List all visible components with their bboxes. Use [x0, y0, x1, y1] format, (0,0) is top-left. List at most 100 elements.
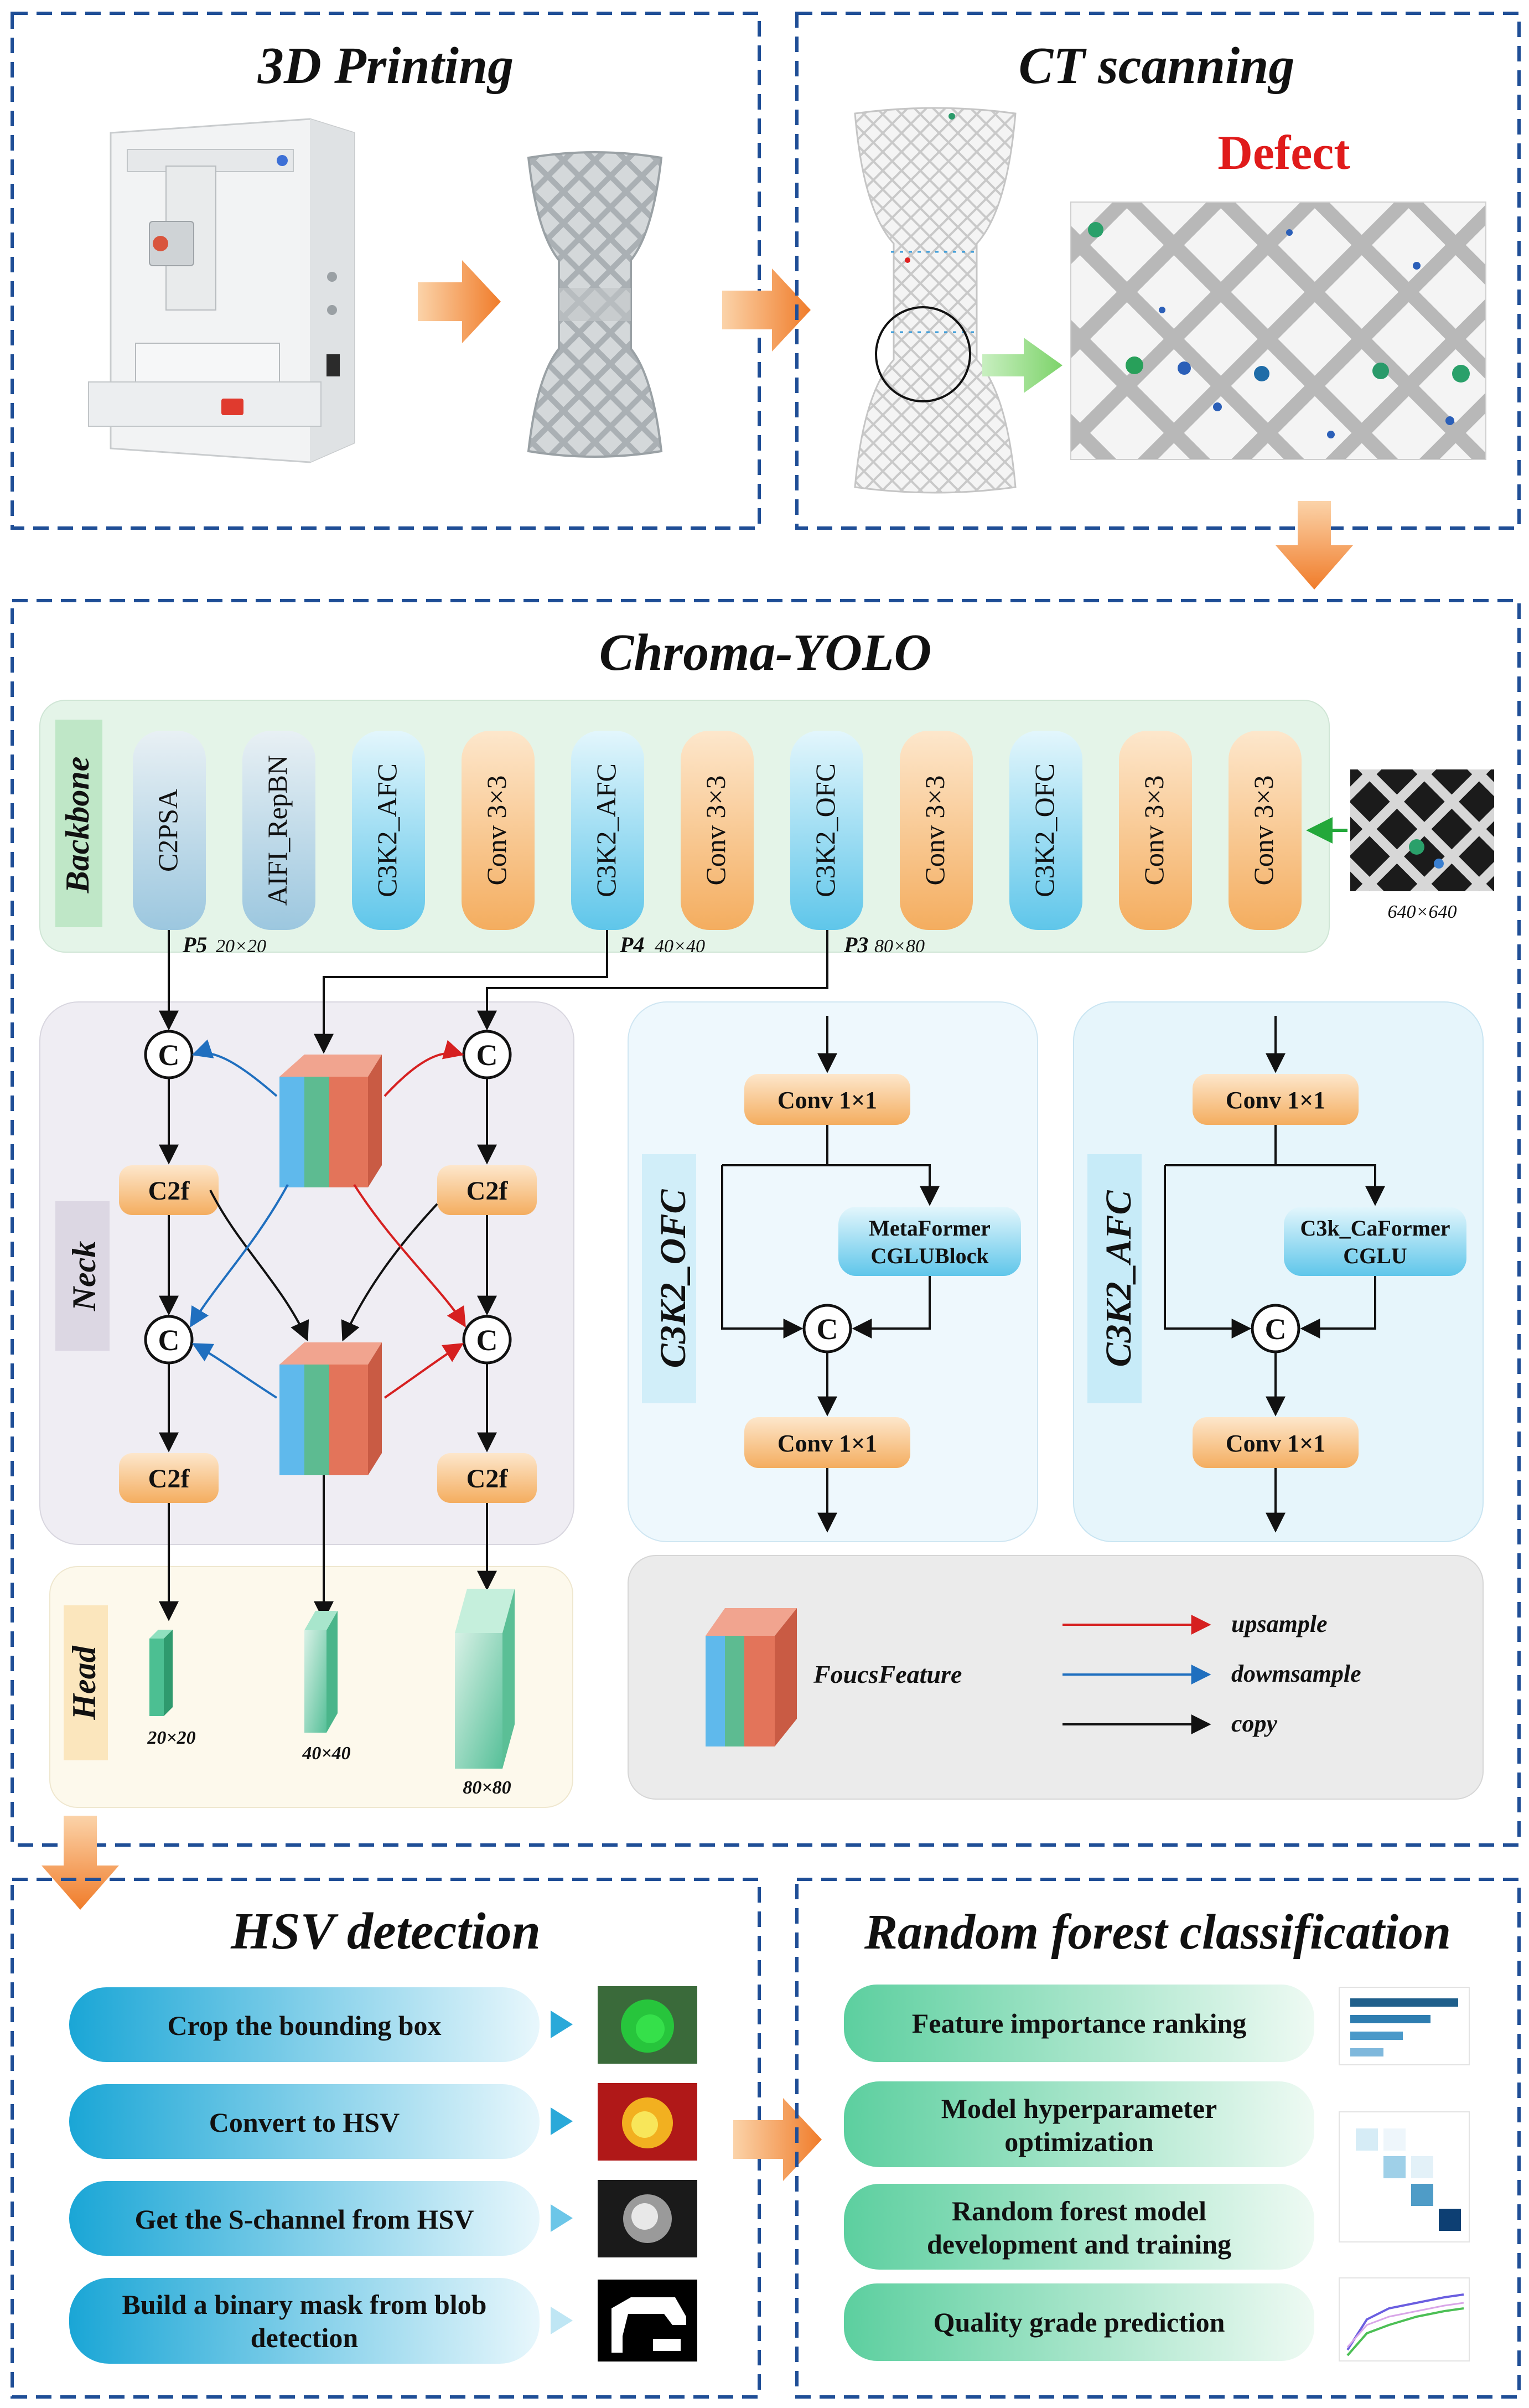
head-label: Head	[66, 1645, 102, 1720]
block-aifi-repbn-label: AIFI_RepBN	[262, 755, 293, 906]
rf-step-2-label-1: Model hyperparameter	[941, 2093, 1217, 2124]
block-conv3x3-5	[1229, 731, 1302, 930]
neck-container	[39, 1001, 574, 1545]
head-size-2: 40×40	[302, 1743, 350, 1764]
p5-label: P5	[182, 932, 207, 957]
block-c3k2-afc-1	[352, 731, 425, 930]
block-c3k2-afc-2	[571, 731, 644, 930]
hsv-step-4-label-1: Build a binary mask from blob	[122, 2289, 487, 2320]
ct-title: CT scanning	[1019, 37, 1295, 95]
p3-label: P3	[843, 932, 868, 957]
arrow-print-to-ct	[722, 268, 811, 352]
concat-node-4-label: C	[476, 1324, 498, 1357]
rf-importance-thumbnail	[1339, 1987, 1470, 2065]
c2f-block-1-label: C2f	[148, 1176, 190, 1206]
ofc-conv-top	[744, 1074, 910, 1125]
rf-curve-thumbnail	[1339, 2277, 1470, 2362]
ofc-conv-bottom-label: Conv 1×1	[778, 1430, 877, 1457]
backbone-label: Backbone	[59, 757, 96, 894]
legend-feature-label: FoucsFeature	[813, 1660, 962, 1688]
head-label-bg	[64, 1605, 108, 1760]
legend: FoucsFeature upsample dowmsample copy	[628, 1555, 1484, 1800]
concat-node-1-label: C	[158, 1038, 180, 1072]
neck-cross-arrows	[190, 1039, 466, 1399]
backbone-blocks: C2PSA AIFI_RepBN C3K2_AFC Conv 3×3 C3K2_…	[133, 731, 1302, 930]
hsv-title: HSV detection	[230, 1903, 541, 1960]
afc-inner-line2: CGLU	[1343, 1243, 1407, 1268]
panel-ct-scanning: CT scanning Defect	[795, 12, 1521, 530]
rf-step-4	[844, 2283, 1314, 2361]
p4-label: P4	[619, 932, 644, 957]
hsv-step-3-pointer	[551, 2204, 573, 2232]
neck-label-bg	[55, 1201, 110, 1351]
afc-conv-top-label: Conv 1×1	[1226, 1087, 1325, 1114]
hsv-step-1	[69, 1987, 540, 2062]
arrow-zoom-defect	[982, 338, 1062, 393]
ofc-label: C3K2_OFC	[653, 1189, 693, 1368]
c2f-block-3	[119, 1453, 219, 1503]
c2f-block-2-label: C2f	[467, 1176, 509, 1206]
block-conv3x3-1-label: Conv 3×3	[481, 775, 512, 885]
ofc-detail: C3K2_OFC Conv 1×1 MetaFormer CGLUBlock C…	[628, 1001, 1038, 1542]
neck-vertical-lines	[159, 1078, 497, 1621]
hsv-step-4	[69, 2278, 540, 2364]
block-conv3x3-3	[900, 731, 973, 930]
p3-size: 80×80	[874, 936, 925, 957]
input-size-label: 640×640	[1388, 902, 1457, 922]
yolo-title: Chroma-YOLO	[599, 624, 932, 681]
afc-label: C3K2_AFC	[1098, 1190, 1139, 1367]
rf-step-3-label-1: Random forest model	[952, 2195, 1206, 2226]
afc-caformer-block	[1284, 1207, 1466, 1276]
block-conv3x3-4	[1119, 731, 1192, 930]
concat-node-3-label: C	[158, 1324, 180, 1357]
ofc-conv-top-label: Conv 1×1	[778, 1087, 877, 1114]
hsv-step-2	[69, 2084, 540, 2159]
head-size-1: 20×20	[147, 1728, 195, 1748]
ofc-metaformer-block	[838, 1207, 1021, 1276]
ofc-concat-label: C	[817, 1312, 838, 1346]
afc-inner-line1: C3k_CaFormer	[1300, 1216, 1450, 1241]
afc-concat-label: C	[1265, 1312, 1287, 1346]
hsv-schannel-image	[598, 2180, 697, 2257]
hsv-step-1-pointer	[551, 2011, 573, 2038]
ofc-conv-bottom	[744, 1417, 910, 1468]
focus-feature-cube-1	[279, 1055, 382, 1187]
printer-image	[61, 116, 382, 471]
rf-step-1	[844, 1985, 1314, 2062]
afc-conv-bottom	[1193, 1417, 1359, 1468]
hsv-mask-image	[598, 2280, 697, 2362]
hsv-crop-image	[598, 1986, 697, 2064]
block-conv3x3-5-label: Conv 3×3	[1248, 775, 1279, 885]
hsv-step-1-label: Crop the bounding box	[167, 2010, 441, 2041]
block-c2psa	[133, 731, 206, 930]
rf-step-3	[844, 2184, 1314, 2270]
printing-title: 3D Printing	[257, 37, 514, 95]
block-c3k2-ofc-1	[790, 731, 863, 930]
panel-random-forest: Random forest classification Feature imp…	[795, 1878, 1521, 2399]
panel-hsv-detection: HSV detection Crop the bounding box Conv…	[11, 1878, 761, 2399]
neck-concat-nodes: C C C C	[144, 1030, 512, 1365]
arrow-hsv-to-rf	[733, 2098, 822, 2181]
block-conv3x3-1	[462, 731, 535, 930]
neck-c2f-blocks: C2f C2f C2f C2f	[119, 1165, 537, 1503]
rf-title: Random forest classification	[864, 1905, 1451, 1960]
c2f-block-3-label: C2f	[148, 1464, 190, 1494]
block-c3k2-ofc-2	[1009, 731, 1082, 930]
hsv-step-3-label: Get the S-channel from HSV	[135, 2204, 474, 2235]
ct-zoomed-image	[1070, 201, 1486, 460]
block-c3k2-afc-1-label: C3K2_AFC	[371, 763, 402, 897]
rf-step-1-label: Feature importance ranking	[912, 2008, 1247, 2039]
rf-step-2-label-2: optimization	[1004, 2126, 1154, 2157]
hsv-convert-image	[598, 2083, 697, 2161]
neck-label: Neck	[66, 1241, 102, 1312]
block-conv3x3-4-label: Conv 3×3	[1138, 775, 1169, 885]
focus-feature-cube-2	[279, 1342, 382, 1475]
backbone-label-bg	[55, 720, 102, 927]
hsv-step-4-label-2: detection	[251, 2322, 359, 2353]
block-c2psa-label: C2PSA	[152, 789, 183, 872]
hsv-step-3	[69, 2181, 540, 2256]
block-conv3x3-2	[681, 731, 754, 930]
printed-specimen-image	[527, 151, 663, 458]
hsv-step-2-pointer	[551, 2107, 573, 2135]
